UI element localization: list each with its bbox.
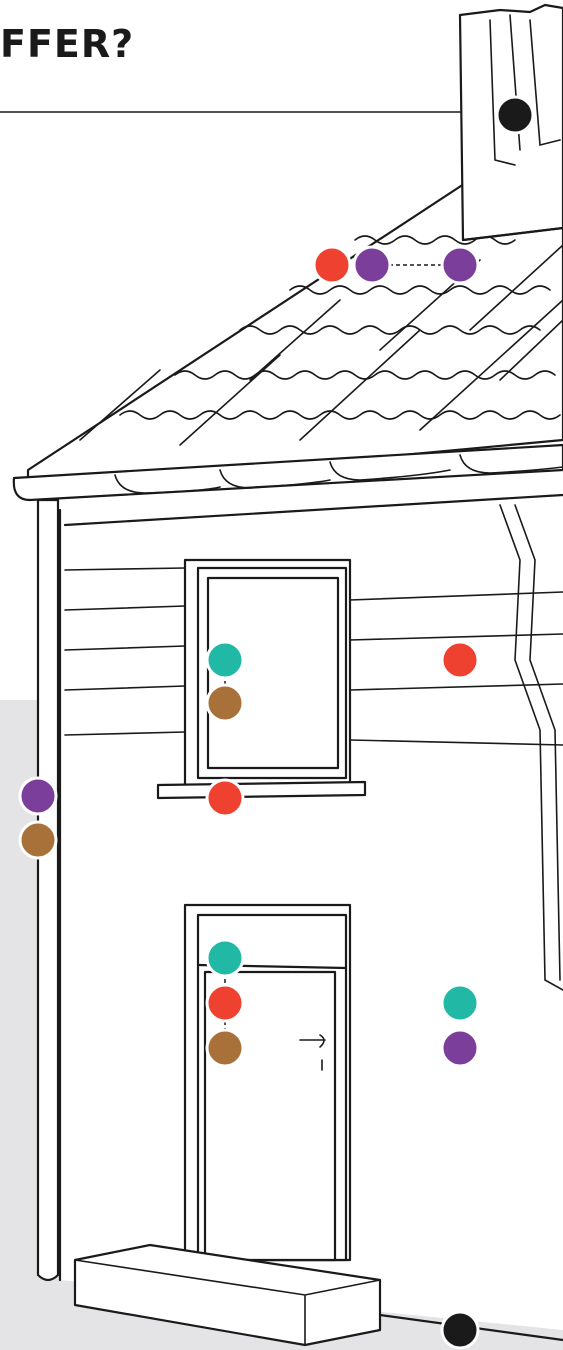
cladding-boards (64, 567, 563, 746)
roof-tiles (79, 235, 563, 446)
gutter-brackets (114, 454, 563, 494)
wall-marker-lower-2[interactable] (440, 1028, 480, 1068)
window (156, 558, 367, 800)
page-title: FFER? (0, 22, 135, 66)
downpipe-marker-2[interactable] (18, 820, 58, 860)
window-marker-1[interactable] (205, 640, 245, 680)
roof-marker-3[interactable] (440, 245, 480, 285)
roof-marker-1[interactable] (312, 245, 352, 285)
chimney-base (461, 226, 563, 242)
wall-marker-upper[interactable] (440, 640, 480, 680)
door-marker-1[interactable] (205, 938, 245, 978)
chimney-marker[interactable] (495, 95, 535, 135)
window-marker-2[interactable] (205, 683, 245, 723)
door-marker-3[interactable] (205, 1028, 245, 1068)
fascia-line (63, 493, 563, 527)
ground-marker[interactable] (440, 1310, 480, 1350)
sill-marker[interactable] (205, 778, 245, 818)
downpipe-marker-1[interactable] (18, 776, 58, 816)
wall-marker-lower-1[interactable] (440, 983, 480, 1023)
markers (18, 95, 535, 1350)
roof-marker-2[interactable] (352, 245, 392, 285)
downpipe-right (499, 504, 563, 991)
gutter (12, 443, 563, 502)
door-marker-2[interactable] (205, 983, 245, 1023)
downpipe-left (36, 498, 60, 1282)
